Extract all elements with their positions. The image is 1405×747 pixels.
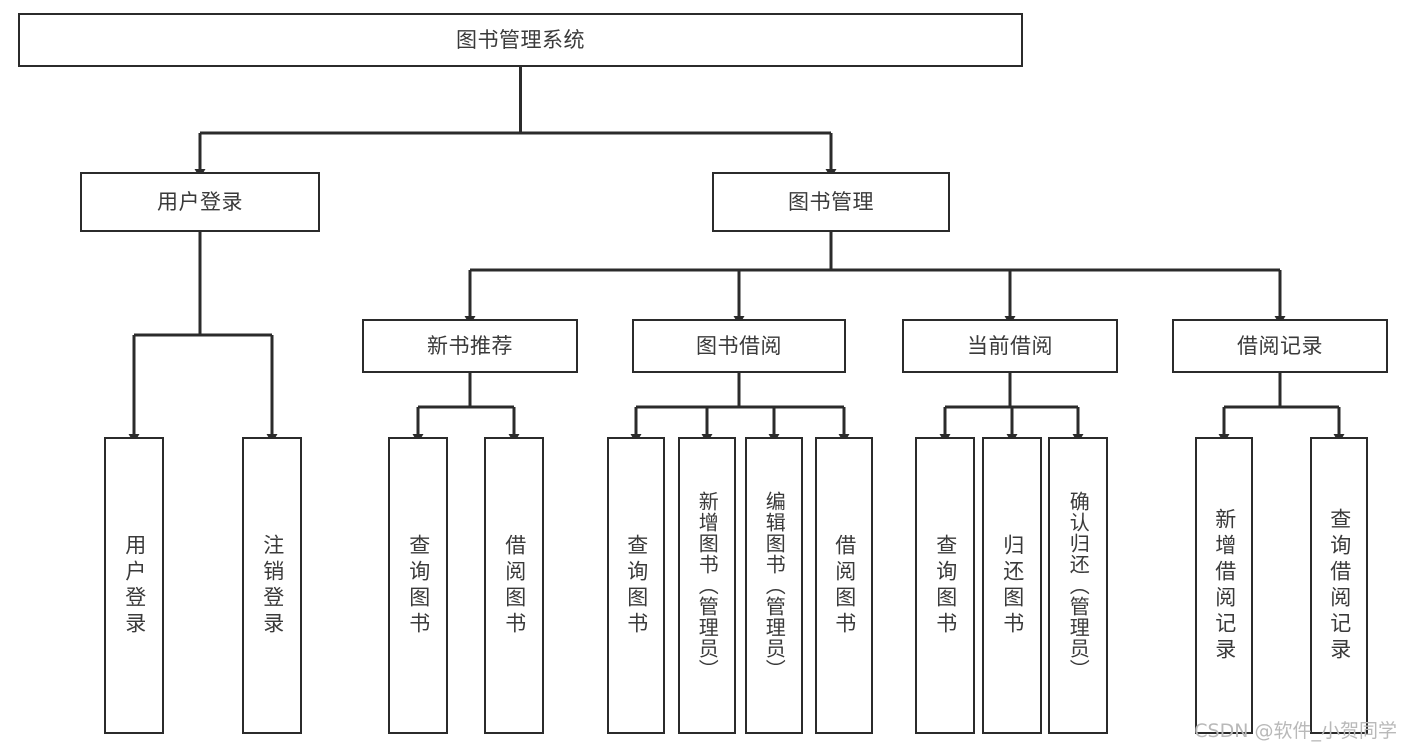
node-borrow[interactable]: 图书借阅 (632, 319, 846, 373)
node-label: 借阅图书 (832, 533, 857, 638)
node-leaf-cur-2[interactable]: 归还图书 (982, 437, 1042, 734)
node-leaf-new-1[interactable]: 查询图书 (388, 437, 448, 734)
node-label: 用户登录 (157, 189, 243, 214)
node-label: 新增图书（管理员） (695, 491, 720, 680)
node-leaf-cur-3[interactable]: 确认归还（管理员） (1048, 437, 1108, 734)
node-label: 查询图书 (624, 533, 649, 638)
node-root[interactable]: 图书管理系统 (18, 13, 1023, 67)
node-label: 查询借阅记录 (1327, 507, 1352, 664)
node-label: 当前借阅 (967, 333, 1053, 358)
node-label: 查询图书 (933, 533, 958, 638)
node-label: 注销登录 (260, 533, 285, 638)
node-label: 归还图书 (1000, 533, 1025, 638)
node-label: 确认归还（管理员） (1066, 491, 1091, 680)
node-label: 新书推荐 (427, 333, 513, 358)
node-newbook[interactable]: 新书推荐 (362, 319, 578, 373)
node-records[interactable]: 借阅记录 (1172, 319, 1388, 373)
node-leaf-login-2[interactable]: 注销登录 (242, 437, 302, 734)
node-label: 新增借阅记录 (1212, 507, 1237, 664)
node-label: 图书管理系统 (456, 27, 585, 52)
node-label: 借阅图书 (502, 533, 527, 638)
node-current[interactable]: 当前借阅 (902, 319, 1118, 373)
node-leaf-new-2[interactable]: 借阅图书 (484, 437, 544, 734)
node-leaf-borrow-1[interactable]: 查询图书 (607, 437, 665, 734)
watermark: CSDN @软件_小贺同学 (1194, 720, 1397, 742)
node-leaf-rec-1[interactable]: 新增借阅记录 (1195, 437, 1253, 734)
node-leaf-rec-2[interactable]: 查询借阅记录 (1310, 437, 1368, 734)
node-leaf-cur-1[interactable]: 查询图书 (915, 437, 975, 734)
node-leaf-login-1[interactable]: 用户登录 (104, 437, 164, 734)
node-label: 图书管理 (788, 189, 874, 214)
node-label: 图书借阅 (696, 333, 782, 358)
node-label: 借阅记录 (1237, 333, 1323, 358)
node-leaf-borrow-4[interactable]: 借阅图书 (815, 437, 873, 734)
node-bookmgmt[interactable]: 图书管理 (712, 172, 950, 232)
node-label: 用户登录 (122, 533, 147, 638)
node-label: 查询图书 (406, 533, 431, 638)
node-leaf-borrow-3[interactable]: 编辑图书（管理员） (745, 437, 803, 734)
node-leaf-borrow-2[interactable]: 新增图书（管理员） (678, 437, 736, 734)
node-login[interactable]: 用户登录 (80, 172, 320, 232)
node-label: 编辑图书（管理员） (762, 491, 787, 680)
